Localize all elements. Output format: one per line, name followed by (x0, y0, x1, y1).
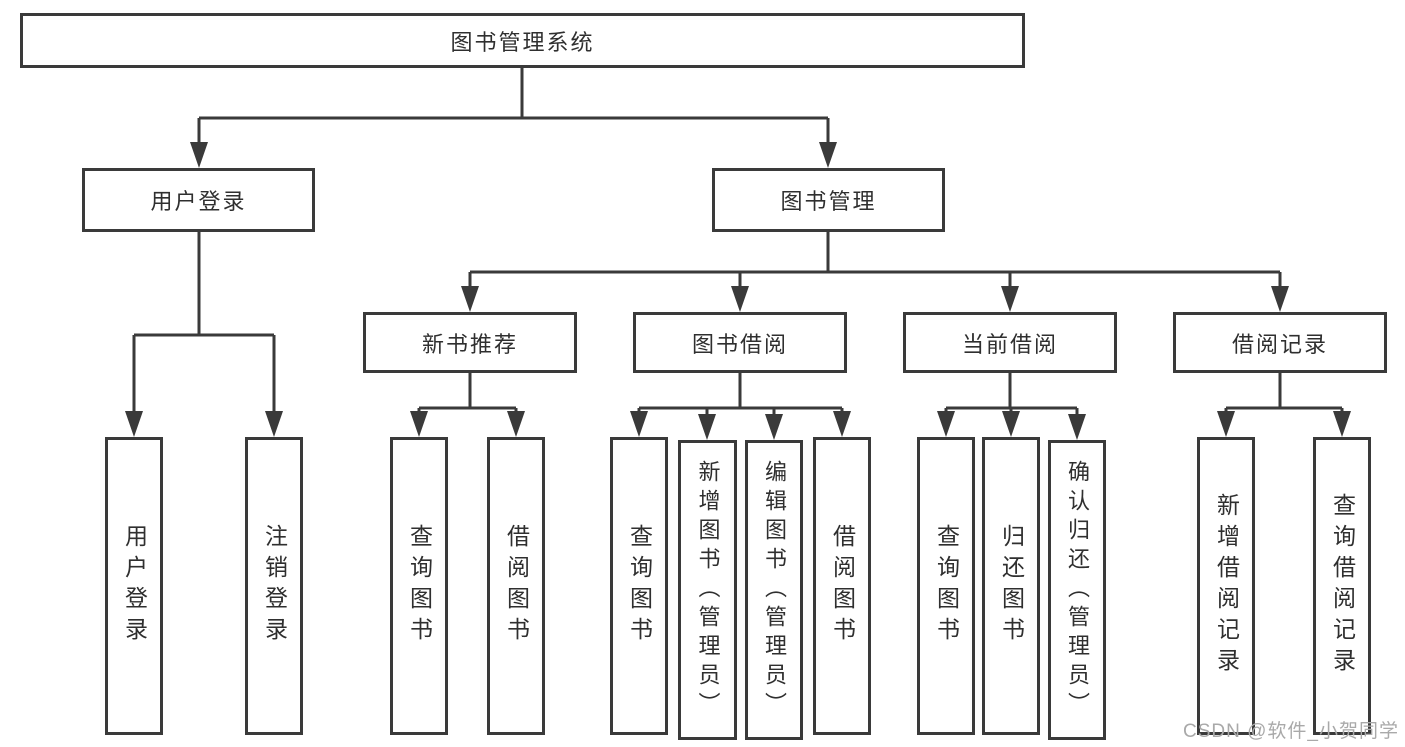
node-current-borrow: 当前借阅 (903, 312, 1117, 373)
leaf-query-borrow-record: 查询借阅记录 (1313, 437, 1371, 735)
leaf-borrow-books-1-label: 借阅图书 (503, 524, 530, 648)
node-root-label: 图书管理系统 (450, 29, 595, 55)
node-book-borrow-label: 图书借阅 (691, 331, 788, 357)
leaf-borrow-books-2: 借阅图书 (813, 437, 871, 735)
watermark: CSDN @软件_小贺同学 (1183, 721, 1399, 742)
leaf-query-books-2: 查询图书 (610, 437, 668, 735)
leaf-query-books-1-label: 查询图书 (406, 524, 433, 648)
leaf-add-books-admin: 新增图书（管理员） (678, 440, 737, 740)
node-borrow-records: 借阅记录 (1173, 312, 1387, 373)
node-book-borrow: 图书借阅 (633, 312, 847, 373)
node-root: 图书管理系统 (20, 13, 1025, 68)
node-user-login: 用户登录 (82, 168, 315, 232)
leaf-user-login-label: 用户登录 (121, 524, 148, 648)
node-current-borrow-label: 当前借阅 (961, 331, 1058, 357)
arrowheads (125, 142, 1351, 440)
leaf-borrow-books-2-label: 借阅图书 (829, 524, 856, 648)
node-user-login-label: 用户登录 (150, 189, 247, 214)
leaf-query-books-3-label: 查询图书 (933, 524, 960, 648)
leaf-query-books-2-label: 查询图书 (626, 524, 653, 648)
leaf-add-borrow-record: 新增借阅记录 (1197, 437, 1255, 735)
node-new-book-recommend-label: 新书推荐 (421, 331, 518, 357)
leaf-edit-books-admin: 编辑图书（管理员） (745, 440, 803, 740)
leaf-confirm-return-admin: 确认归还（管理员） (1048, 440, 1106, 740)
leaf-return-books: 归还图书 (982, 437, 1040, 735)
leaf-logout: 注销登录 (245, 437, 303, 735)
leaf-query-borrow-record-label: 查询借阅记录 (1329, 493, 1356, 679)
leaf-confirm-return-admin-label: 确认归还（管理员） (1065, 459, 1090, 721)
leaf-query-books-3: 查询图书 (917, 437, 975, 735)
leaf-borrow-books-1: 借阅图书 (487, 437, 545, 735)
node-borrow-records-label: 借阅记录 (1231, 331, 1328, 357)
node-new-book-recommend: 新书推荐 (363, 312, 577, 373)
leaf-query-books-1: 查询图书 (390, 437, 448, 735)
leaf-logout-label: 注销登录 (261, 524, 288, 648)
leaf-return-books-label: 归还图书 (998, 524, 1025, 648)
node-book-management-label: 图书管理 (780, 189, 877, 214)
leaf-add-borrow-record-label: 新增借阅记录 (1213, 493, 1240, 679)
leaf-add-books-admin-label: 新增图书（管理员） (695, 459, 721, 721)
leaf-user-login: 用户登录 (105, 437, 163, 735)
node-book-management: 图书管理 (712, 168, 945, 232)
leaf-edit-books-admin-label: 编辑图书（管理员） (762, 459, 787, 721)
